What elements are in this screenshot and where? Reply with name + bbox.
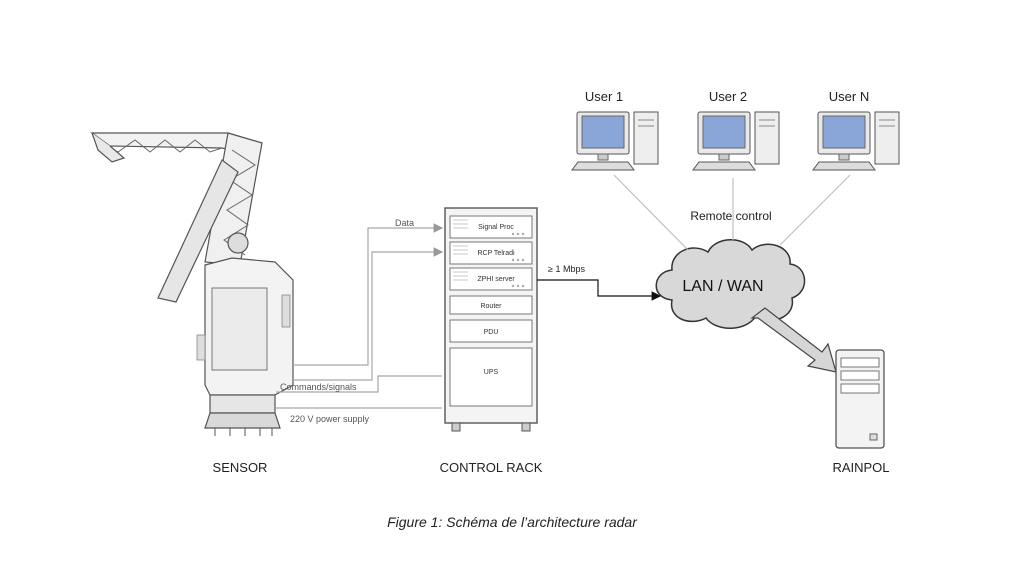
network-cloud: [655, 239, 806, 329]
rainpol-server: [835, 349, 885, 449]
rack-unit-zphi: [449, 267, 533, 291]
user-1-computer: [571, 111, 659, 171]
rack-unit-ups: [449, 347, 533, 407]
network-link-arrow: [537, 279, 662, 301]
user-links: [613, 174, 851, 251]
rack-unit-label: PDU: [484, 329, 499, 336]
control-rack-label: CONTROL RACK: [440, 460, 543, 475]
user-n-computer: [812, 111, 900, 171]
rack-unit-rcp: [449, 241, 533, 265]
data-link-line-2: [293, 247, 444, 381]
rack-unit-pdu: [449, 319, 533, 343]
sensor-label: SENSOR: [213, 460, 268, 475]
data-link-label: Data: [395, 218, 414, 228]
user-2-computer: [692, 111, 780, 171]
rack-unit-label: Signal Proc: [478, 224, 514, 231]
remote-control-label: Remote control: [690, 209, 771, 223]
rack-unit-signal-proc: [449, 215, 533, 239]
rack-unit-router: [449, 295, 533, 315]
user-1-label: User 1: [585, 89, 623, 104]
rack-unit-label: ZPHI server: [477, 276, 515, 283]
control-rack: [444, 207, 538, 432]
commands-link-label: Commands/signals: [280, 382, 357, 392]
data-links: [276, 223, 444, 409]
figure-caption: Figure 1: Schéma de l’architecture radar: [387, 514, 638, 530]
rainpol-link-arrow: [750, 307, 837, 373]
rack-unit-label: Router: [480, 303, 502, 310]
power-link-label: 220 V power supply: [290, 414, 370, 424]
user-n-label: User N: [829, 89, 869, 104]
rack-unit-label: UPS: [484, 369, 499, 376]
bandwidth-label: ≥ 1 Mbps: [548, 264, 585, 274]
rack-unit-label: RCP Telradi: [477, 250, 515, 257]
network-label: LAN / WAN: [682, 278, 763, 295]
rainpol-label: RAINPOL: [832, 460, 889, 475]
user-2-label: User 2: [709, 89, 747, 104]
sensor-radar: [90, 132, 294, 436]
commands-link-line: [276, 375, 442, 393]
data-link-line: [293, 223, 444, 366]
